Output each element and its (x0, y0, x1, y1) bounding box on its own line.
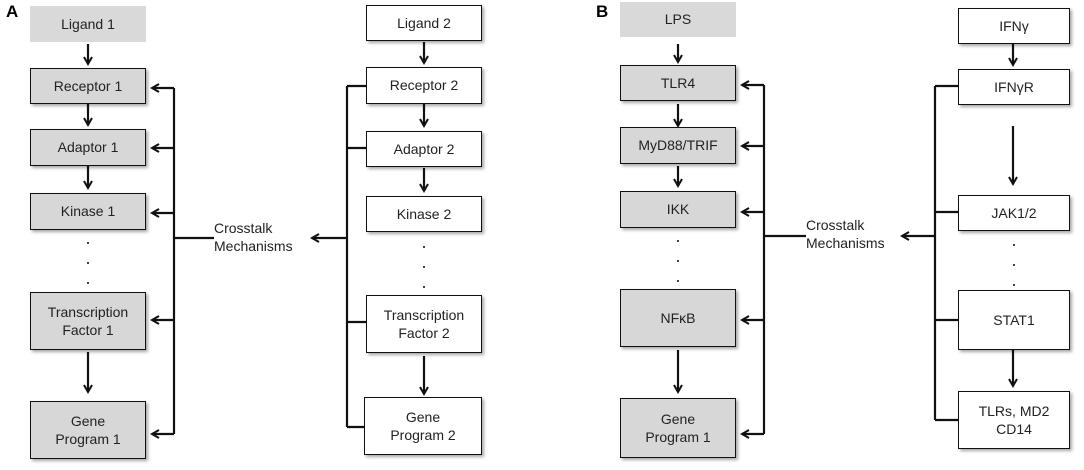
a-ellipsis-1: · · · (85, 232, 91, 292)
a-gene-program-2: Gene Program 2 (364, 397, 482, 455)
a-gene-program-1: Gene Program 1 (30, 401, 146, 459)
b-kinase-ikk: IKK (620, 191, 736, 228)
b-ellipsis-1: · · · (675, 230, 681, 290)
b-kinase-jak12: JAK1/2 (958, 195, 1070, 231)
b-receptor-ifngr: IFNγR (958, 69, 1070, 105)
b-ligand-lps: LPS (620, 2, 736, 37)
b-receptor-tlr4: TLR4 (620, 65, 736, 101)
a-adaptor-2: Adaptor 2 (366, 131, 482, 167)
b-tf-stat1: STAT1 (958, 290, 1070, 350)
a-receptor-1: Receptor 1 (30, 68, 146, 104)
a-adaptor-1: Adaptor 1 (30, 129, 146, 166)
a-transcription-factor-2: Transcription Factor 2 (366, 295, 482, 353)
a-ellipsis-2: · · · (421, 236, 427, 296)
b-ellipsis-2: · · · (1011, 234, 1017, 294)
a-crosstalk-label: Crosstalk Mechanisms (214, 220, 293, 255)
a-kinase-2: Kinase 2 (366, 196, 482, 232)
a-ligand-1: Ligand 1 (30, 6, 146, 42)
b-ligand-ifng: IFNγ (958, 8, 1070, 44)
b-tf-nfkb: NFκB (620, 289, 736, 347)
panel-b-letter: B (596, 2, 609, 21)
b-adaptor-myd88-trif: MyD88/TRIF (620, 127, 736, 164)
panel-a-letter: A (6, 2, 19, 21)
a-receptor-2: Receptor 2 (366, 67, 482, 104)
a-transcription-factor-1: Transcription Factor 1 (30, 292, 146, 350)
b-gene-program-1: Gene Program 1 (620, 398, 736, 458)
b-gene-tlrs-md2-cd14: TLRs, MD2 CD14 (958, 391, 1070, 449)
a-kinase-1: Kinase 1 (30, 193, 146, 230)
b-crosstalk-label: Crosstalk Mechanisms (806, 217, 885, 252)
a-ligand-2: Ligand 2 (366, 5, 482, 41)
